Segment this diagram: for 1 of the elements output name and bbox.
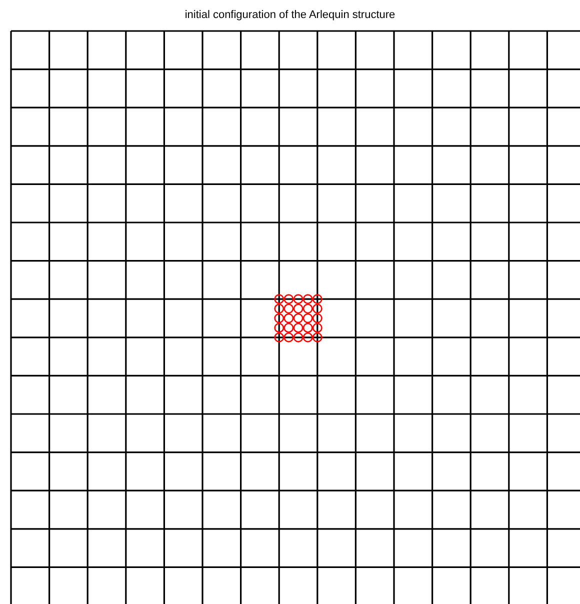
plot-title: initial configuration of the Arlequin structure: [184, 9, 396, 21]
